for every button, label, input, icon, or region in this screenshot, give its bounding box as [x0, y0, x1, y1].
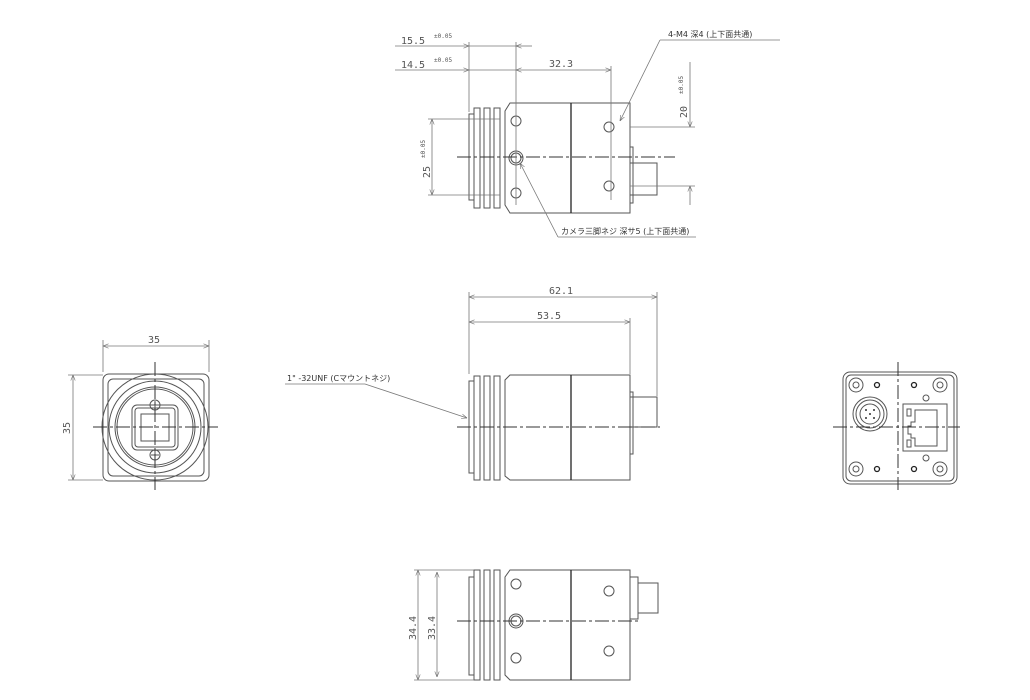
- tol-25: ±0.05: [420, 140, 427, 158]
- connector: [629, 162, 658, 196]
- dim-front-height: 35: [62, 422, 73, 434]
- tol-15-5: ±0.05: [434, 33, 452, 40]
- back-view: [833, 362, 960, 490]
- mounting-hole: [848, 377, 948, 477]
- m4-hole: [603, 121, 615, 133]
- dim-front-width: 35: [148, 335, 160, 346]
- dim-overall-length: 62.1: [549, 286, 573, 297]
- tol-20: ±0.05: [678, 76, 685, 94]
- lens-mount-rings: [468, 107, 501, 209]
- camera-body: [504, 102, 631, 214]
- side-view: 62.1 53.5 1" -32UNF (Cマウントネジ): [285, 286, 660, 481]
- dim-33-4: 33.4: [427, 616, 438, 640]
- dim-20: 20: [679, 106, 690, 118]
- front-view: 35 35: [62, 335, 218, 490]
- tripod-thread-note: カメラ三脚ネジ 深サ5 (上下面共通): [561, 226, 689, 236]
- dim-34-4: 34.4: [408, 616, 419, 640]
- m4-thread-note: 4-M4 深4 (上下面共通): [668, 29, 752, 39]
- dim-32-3: 32.3: [549, 59, 573, 70]
- dim-body-length: 53.5: [537, 311, 561, 322]
- top-view: 15.5 ±0.05 14.5 ±0.05 32.3 20 ±0.05 25 ±…: [395, 29, 780, 238]
- dim-14-5: 14.5: [401, 60, 425, 71]
- m4-hole: [603, 180, 615, 192]
- tol-14-5: ±0.05: [434, 57, 452, 64]
- dim-25: 25: [422, 166, 433, 178]
- dim-15-5: 15.5: [401, 36, 425, 47]
- power-connector: [852, 396, 888, 432]
- c-mount-note: 1" -32UNF (Cマウントネジ): [287, 374, 390, 383]
- bottom-view: 34.4 33.4: [408, 569, 659, 681]
